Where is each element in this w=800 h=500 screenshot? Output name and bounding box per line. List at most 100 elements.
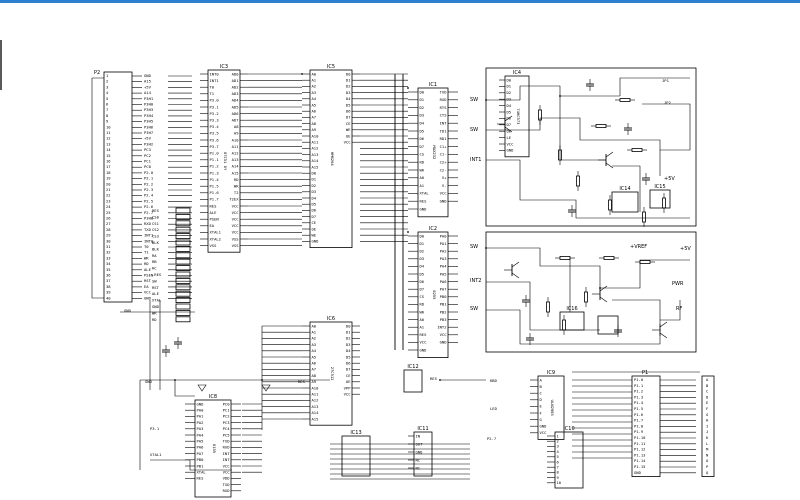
net-flag	[175, 207, 191, 214]
p1-signal-label: GND	[634, 470, 642, 475]
p2-pin-number: 32	[106, 250, 111, 255]
left-net-label: RD	[152, 317, 157, 322]
ic3-pin-label: P1.5	[210, 184, 219, 189]
ic1-pin-label: D0	[420, 89, 425, 94]
ic5-pin-label: A10	[312, 133, 320, 138]
ic3-pin-label: P3.2	[210, 111, 219, 116]
transistor-lead	[659, 332, 668, 339]
ic6-pin-label: A1	[312, 330, 317, 335]
ic14-body	[611, 191, 639, 213]
ic3-pin-label: XTAL2	[210, 236, 221, 241]
ic3-pin-label: AD4	[232, 98, 240, 103]
p27-net-label: P2.7	[487, 436, 496, 441]
p1-signal-label: P1.13	[634, 452, 645, 457]
p1-letter-label: I	[706, 423, 708, 428]
ic1-pin-label: GND	[440, 199, 448, 204]
ic3-pin-label: P3.5	[210, 131, 219, 136]
ic5-pin-label: WE	[312, 233, 317, 238]
ic8-pin-label: VCC	[223, 470, 230, 475]
ic3-pin-label: A11	[232, 144, 240, 149]
ic6-pin-label: A10	[312, 385, 320, 390]
ic8-pin-label: PA2	[197, 420, 204, 425]
ic8-pin-label: PC1	[223, 408, 231, 413]
net-flag	[175, 277, 191, 284]
left-net-label: GND	[152, 304, 160, 309]
p2-signal-label: P3H3	[144, 107, 153, 112]
p1-letter-label: J	[706, 429, 708, 434]
ic8-pin-label: PC0	[223, 401, 231, 406]
ic3-pin-label: T1	[210, 91, 215, 96]
ic10-pin-label: 6	[557, 459, 560, 464]
junction-dot	[174, 379, 176, 381]
jumper-label: JP2	[664, 100, 671, 105]
ic5-pin-label: D6	[346, 109, 351, 114]
ic5-pin-label: A12	[312, 146, 319, 151]
p1-signal-label: P1.8	[634, 423, 644, 428]
ic10-pin-label: 1	[557, 433, 560, 438]
ic2-pin-label: PB3	[440, 317, 447, 322]
left-net-label: ALE	[152, 291, 160, 296]
p2-signal-label: RST	[144, 278, 152, 283]
jumper-label: JP1	[662, 78, 670, 83]
ic16-body	[559, 311, 585, 331]
ic11-pin-label: GND	[416, 449, 424, 454]
transistor-lead	[605, 162, 614, 169]
ic4-pin-label: D7	[507, 122, 512, 127]
ic6-pin-label: A13	[312, 404, 319, 409]
left-net-label: CS0	[152, 214, 160, 219]
ic8-pin-label: PB1	[197, 463, 205, 468]
int1-net-label: INT1	[470, 157, 481, 163]
ic5-pin-label: A2	[312, 84, 317, 89]
p2-signal-label: T1	[144, 250, 149, 255]
ic6-pin-label: A14	[312, 410, 320, 415]
ic5-pin-label: D3	[346, 90, 351, 95]
ic5-pin-label: D0	[346, 71, 351, 76]
left-net-label: SW	[152, 278, 157, 283]
p2-signal-label: P2.4	[144, 193, 154, 198]
ic13-body	[341, 435, 371, 477]
ic2-part-label: 8255	[432, 290, 437, 299]
ic8-pin-label: RXD	[223, 488, 231, 493]
ic3-pin-label: XTAL1	[210, 230, 222, 235]
ic3-pin-label: WR	[234, 184, 239, 189]
analog-wire	[660, 300, 681, 321]
resistor	[562, 319, 566, 331]
ic5-pin-label: D1	[312, 177, 317, 182]
p1-signal-label: P1.7	[634, 418, 643, 423]
ic3-pin-label: T2EX	[229, 197, 239, 202]
ic6-pin-label: D0	[346, 323, 351, 328]
ic10-pin-label: 2	[557, 439, 559, 444]
resistor	[595, 124, 607, 128]
ic2-pin-label: A0	[420, 317, 425, 322]
net-flag	[175, 226, 191, 233]
p1-signal-label: P1.12	[634, 447, 645, 452]
ic8-pin-label: VDD	[223, 476, 231, 481]
ic2-pin-label: D7	[420, 287, 425, 292]
ic6-body	[309, 321, 353, 426]
ic3-pin-label: P1.3	[210, 170, 219, 175]
ic11-pin-label: NC	[416, 457, 421, 462]
ic3-pin-label: INT1	[210, 78, 220, 83]
ic1-pin-label: TD1	[440, 128, 448, 133]
ic3-pin-label: P3.4	[210, 124, 220, 129]
p1-letter-label: K	[706, 435, 709, 440]
p2-signal-label: P3H7	[144, 130, 153, 135]
p1-signal-label: P1.10	[634, 435, 646, 440]
p2-pin-number: 40	[106, 295, 111, 300]
ic6-pin-label: VPP	[344, 385, 352, 390]
p1-letter-label: B	[706, 383, 709, 388]
ic8-body	[194, 399, 232, 498]
junction-dot	[407, 231, 409, 233]
ic3-pin-label: P1.7	[210, 197, 219, 202]
ic3-pin-label: AD0	[232, 71, 240, 76]
p2-pin-number: 35	[106, 267, 111, 272]
ic3-pin-label: VCC	[232, 223, 239, 228]
resistor	[559, 256, 571, 260]
ic5-pin-label: D5	[312, 202, 317, 207]
p1-signal-label: P1.2	[634, 389, 643, 394]
left-net-label: RC	[152, 266, 157, 271]
ic6-pin-label: D2	[346, 336, 351, 341]
p2-bracket	[91, 77, 104, 299]
p2-pin-number: 7	[106, 107, 108, 112]
